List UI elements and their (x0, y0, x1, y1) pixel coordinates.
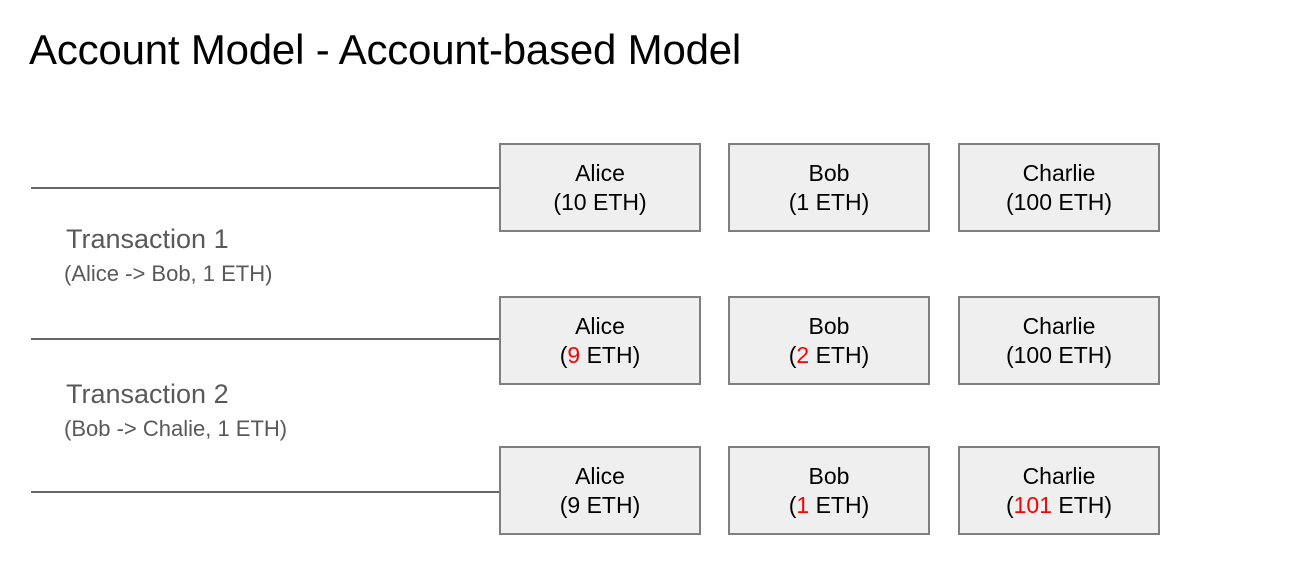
account-balance: (1 ETH) (789, 491, 870, 520)
balance-open-paren: ( (788, 188, 797, 215)
transaction-1-label: Transaction 1 (66, 224, 229, 254)
account-name: Charlie (1022, 312, 1096, 339)
balance-amount: 1 (796, 491, 810, 518)
balance-amount: 100 (1013, 341, 1052, 368)
state-connector-line-2 (31, 338, 500, 340)
account-name: Alice (575, 312, 625, 339)
account-box-charlie: Charlie (100 ETH) (958, 296, 1160, 385)
account-box-bob: Bob (1 ETH) (728, 446, 930, 535)
account-box-charlie: Charlie (100 ETH) (958, 143, 1160, 232)
balance-unit: ETH) (1051, 341, 1113, 368)
balance-amount: 101 (1013, 491, 1052, 518)
balance-open-paren: ( (1005, 491, 1014, 518)
balance-unit: ETH) (809, 188, 870, 215)
account-balance: (100 ETH) (1006, 188, 1112, 217)
account-balance: (9 ETH) (560, 491, 641, 520)
account-name: Bob (808, 159, 850, 186)
balance-open-paren: ( (1005, 188, 1014, 215)
balance-unit: ETH) (1051, 188, 1113, 215)
account-name: Bob (808, 462, 850, 489)
state-connector-line-1 (31, 187, 500, 189)
account-name: Alice (575, 462, 625, 489)
balance-amount: 9 (567, 491, 581, 518)
balance-unit: ETH) (586, 188, 647, 215)
transaction-2-annotation: Transaction 2 (Bob -> Chalie, 1 ETH) (64, 377, 287, 444)
page-title: Account Model - Account-based Model (29, 26, 742, 73)
balance-amount: 10 (561, 188, 587, 215)
balance-open-paren: ( (559, 341, 568, 368)
account-box-alice: Alice (9 ETH) (499, 446, 701, 535)
account-box-alice: Alice (9 ETH) (499, 296, 701, 385)
balance-unit: ETH) (809, 491, 870, 518)
balance-amount: 9 (567, 341, 581, 368)
account-name: Alice (575, 159, 625, 186)
account-box-bob: Bob (1 ETH) (728, 143, 930, 232)
account-box-alice: Alice (10 ETH) (499, 143, 701, 232)
account-name: Charlie (1022, 462, 1096, 489)
balance-unit: ETH) (1051, 491, 1113, 518)
balance-open-paren: ( (559, 491, 568, 518)
state-connector-line-3 (31, 491, 500, 493)
account-balance: (2 ETH) (789, 341, 870, 370)
transaction-1-detail: (Alice -> Bob, 1 ETH) (64, 261, 273, 286)
account-balance: (100 ETH) (1006, 341, 1112, 370)
balance-amount: 2 (796, 341, 810, 368)
account-name: Charlie (1022, 159, 1096, 186)
account-name: Bob (808, 312, 850, 339)
balance-open-paren: ( (553, 188, 561, 215)
account-balance: (101 ETH) (1006, 491, 1112, 520)
balance-unit: ETH) (809, 341, 870, 368)
account-box-bob: Bob (2 ETH) (728, 296, 930, 385)
account-balance: (1 ETH) (789, 188, 870, 217)
balance-open-paren: ( (788, 491, 797, 518)
account-box-charlie: Charlie (101 ETH) (958, 446, 1160, 535)
balance-unit: ETH) (580, 341, 641, 368)
account-balance: (9 ETH) (560, 341, 641, 370)
transaction-1-annotation: Transaction 1 (Alice -> Bob, 1 ETH) (64, 222, 272, 289)
account-balance: (10 ETH) (553, 188, 646, 217)
transaction-2-detail: (Bob -> Chalie, 1 ETH) (64, 416, 288, 441)
transaction-2-label: Transaction 2 (66, 379, 229, 409)
balance-amount: 1 (796, 188, 810, 215)
balance-unit: ETH) (580, 491, 641, 518)
balance-open-paren: ( (788, 341, 797, 368)
balance-amount: 100 (1013, 188, 1052, 215)
balance-open-paren: ( (1005, 341, 1014, 368)
